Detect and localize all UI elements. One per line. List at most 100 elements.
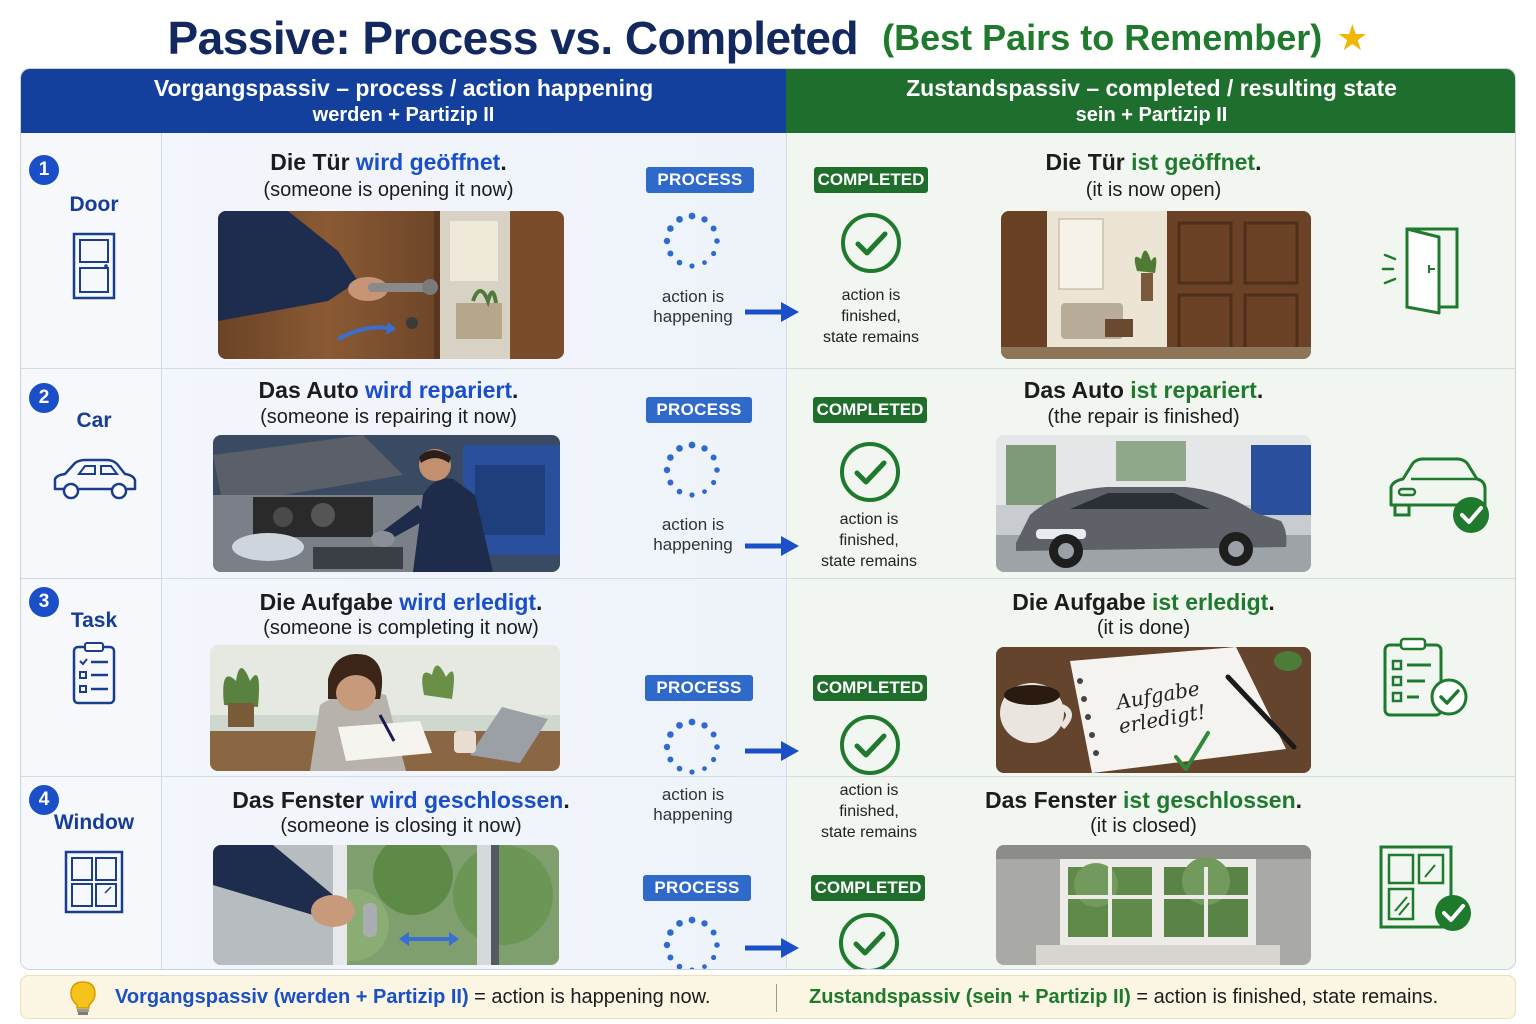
result-sentence: Das Auto ist repariert. <box>921 377 1366 404</box>
sentence-end: . <box>1255 149 1262 175</box>
process-sentence: Die Aufgabe wird erledigt. <box>161 589 641 616</box>
header-right-formula: sein + Partizip II <box>1075 104 1228 126</box>
sentence-subject: Das Fenster <box>984 787 1124 813</box>
footer-meaning: action is happening now. <box>491 985 711 1008</box>
result-gloss: (it is done) <box>1096 617 1191 639</box>
comparison-table: Vorgangspassiv – process / action happen… <box>20 68 1516 970</box>
arrow-right-icon <box>745 741 799 761</box>
table-row-car: 2 Car Das Auto wird repariert. (someone … <box>21 368 1515 578</box>
row-number-badge: 1 <box>29 155 59 185</box>
table-row-task: 3 Task Die Aufgabe wird erledigt. (someo… <box>21 578 1515 841</box>
row-label: Car <box>76 409 112 432</box>
check-circle-icon <box>839 913 899 969</box>
car-repair-photo <box>213 435 560 572</box>
process-badge: PROCESS <box>646 167 754 193</box>
sentence-verb: wird repariert <box>365 377 513 403</box>
sentence-verb: ist erledigt <box>1152 589 1269 615</box>
car-icon <box>53 458 137 500</box>
process-gloss: (someone is opening it now) <box>263 179 514 201</box>
header-vorgangspassiv: Vorgangspassiv – process / action happen… <box>21 69 786 133</box>
sentence-subject: Das Fenster <box>232 787 371 813</box>
check-circle-icon <box>841 213 901 273</box>
row-label: Door <box>69 193 119 216</box>
check-circle-icon <box>840 715 900 775</box>
arrow-right-icon <box>745 938 799 958</box>
student-writing-photo <box>210 645 560 771</box>
header-right-title: Zustandspassiv – completed / resulting s… <box>906 75 1397 101</box>
sentence-end: . <box>1295 787 1303 813</box>
header-left-title: Vorgangspassiv – process / action happen… <box>153 75 654 101</box>
row-number-badge: 4 <box>29 785 59 815</box>
process-sentence: Die Tür wird geöffnet. <box>161 149 616 176</box>
footer-meaning: action is finished, state remains. <box>1153 985 1439 1008</box>
row-label: Window <box>53 811 135 834</box>
closed-window-photo <box>996 845 1311 965</box>
result-sentence: Die Aufgabe ist erledigt. <box>921 589 1366 616</box>
sentence-end: . <box>536 589 543 615</box>
sentence-end: . <box>1268 589 1275 615</box>
summary-footer: Vorgangspassiv (werden + Partizip II) = … <box>20 975 1516 1019</box>
star-icon: ★ <box>1336 17 1369 58</box>
result-gloss: (it is closed) <box>1090 815 1197 837</box>
arrow-right-icon <box>745 302 799 322</box>
spinner-icon <box>663 916 720 969</box>
title-subtitle: (Best Pairs to Remember) <box>882 17 1323 58</box>
check-circle-icon <box>840 442 900 502</box>
process-badge: PROCESS <box>646 397 752 423</box>
row-label: Task <box>70 609 118 632</box>
label-column-bg <box>21 133 161 969</box>
column-divider <box>161 133 162 969</box>
process-badge: PROCESS <box>643 875 751 901</box>
sentence-subject: Die Tür <box>1045 149 1132 175</box>
completed-badge: COMPLETED <box>813 675 927 701</box>
repaired-car-photo <box>996 435 1311 572</box>
sentence-subject: Die Aufgabe <box>259 589 400 615</box>
sentence-end: . <box>563 787 570 813</box>
row-number-badge: 2 <box>29 383 59 413</box>
table-row-window: 4 Window Das Fenster wird geschlossen. (… <box>21 776 1515 969</box>
door-icon <box>72 232 116 300</box>
door-opening-photo <box>218 211 564 359</box>
arrow-right-icon <box>745 536 799 556</box>
footer-process-summary: Vorgangspassiv (werden + Partizip II) = … <box>115 986 710 1009</box>
result-sentence: Das Fenster ist geschlossen. <box>921 787 1366 814</box>
sentence-subject: Das Auto <box>258 377 366 403</box>
spinner-icon <box>663 441 720 498</box>
open-door-icon <box>1381 227 1459 315</box>
window-icon <box>64 850 124 914</box>
process-gloss: (someone is repairing it now) <box>260 406 517 428</box>
sentence-verb: wird erledigt <box>399 589 537 615</box>
sentence-verb: wird geschlossen <box>370 787 564 813</box>
table-row-door: 1 Door Die Tür wird geöffnet. (someone i… <box>21 133 1515 368</box>
completed-badge: COMPLETED <box>811 875 925 901</box>
sentence-verb: ist geschlossen <box>1123 787 1296 813</box>
footer-state-summary: Zustandspassiv (sein + Partizip II) = ac… <box>809 986 1438 1009</box>
result-sentence: Die Tür ist geöffnet. <box>931 149 1376 176</box>
window-closing-photo <box>213 845 559 965</box>
window-check-icon <box>1379 845 1471 931</box>
row-number-badge: 3 <box>29 587 59 617</box>
footer-divider <box>776 984 777 1012</box>
completed-badge: COMPLETED <box>814 167 928 193</box>
process-sentence: Das Fenster wird geschlossen. <box>161 787 641 814</box>
car-check-icon <box>1389 457 1489 533</box>
sentence-end: . <box>500 149 507 175</box>
sentence-verb: ist geöffnet <box>1131 149 1256 175</box>
clipboard-check-icon <box>1383 637 1468 717</box>
sentence-end: . <box>512 377 519 403</box>
lightbulb-icon <box>70 981 96 1015</box>
process-sentence: Das Auto wird repariert. <box>161 377 616 404</box>
footer-term: Zustandspassiv (sein + Partizip II) <box>809 985 1131 1008</box>
process-gloss: (someone is closing it now) <box>280 815 522 837</box>
footer-equals: = <box>468 985 492 1008</box>
footer-term: Vorgangspassiv (werden + Partizip II) <box>115 985 469 1008</box>
sentence-subject: Die Aufgabe <box>1012 589 1152 615</box>
process-badge: PROCESS <box>645 675 753 701</box>
checklist-icon <box>72 642 116 705</box>
